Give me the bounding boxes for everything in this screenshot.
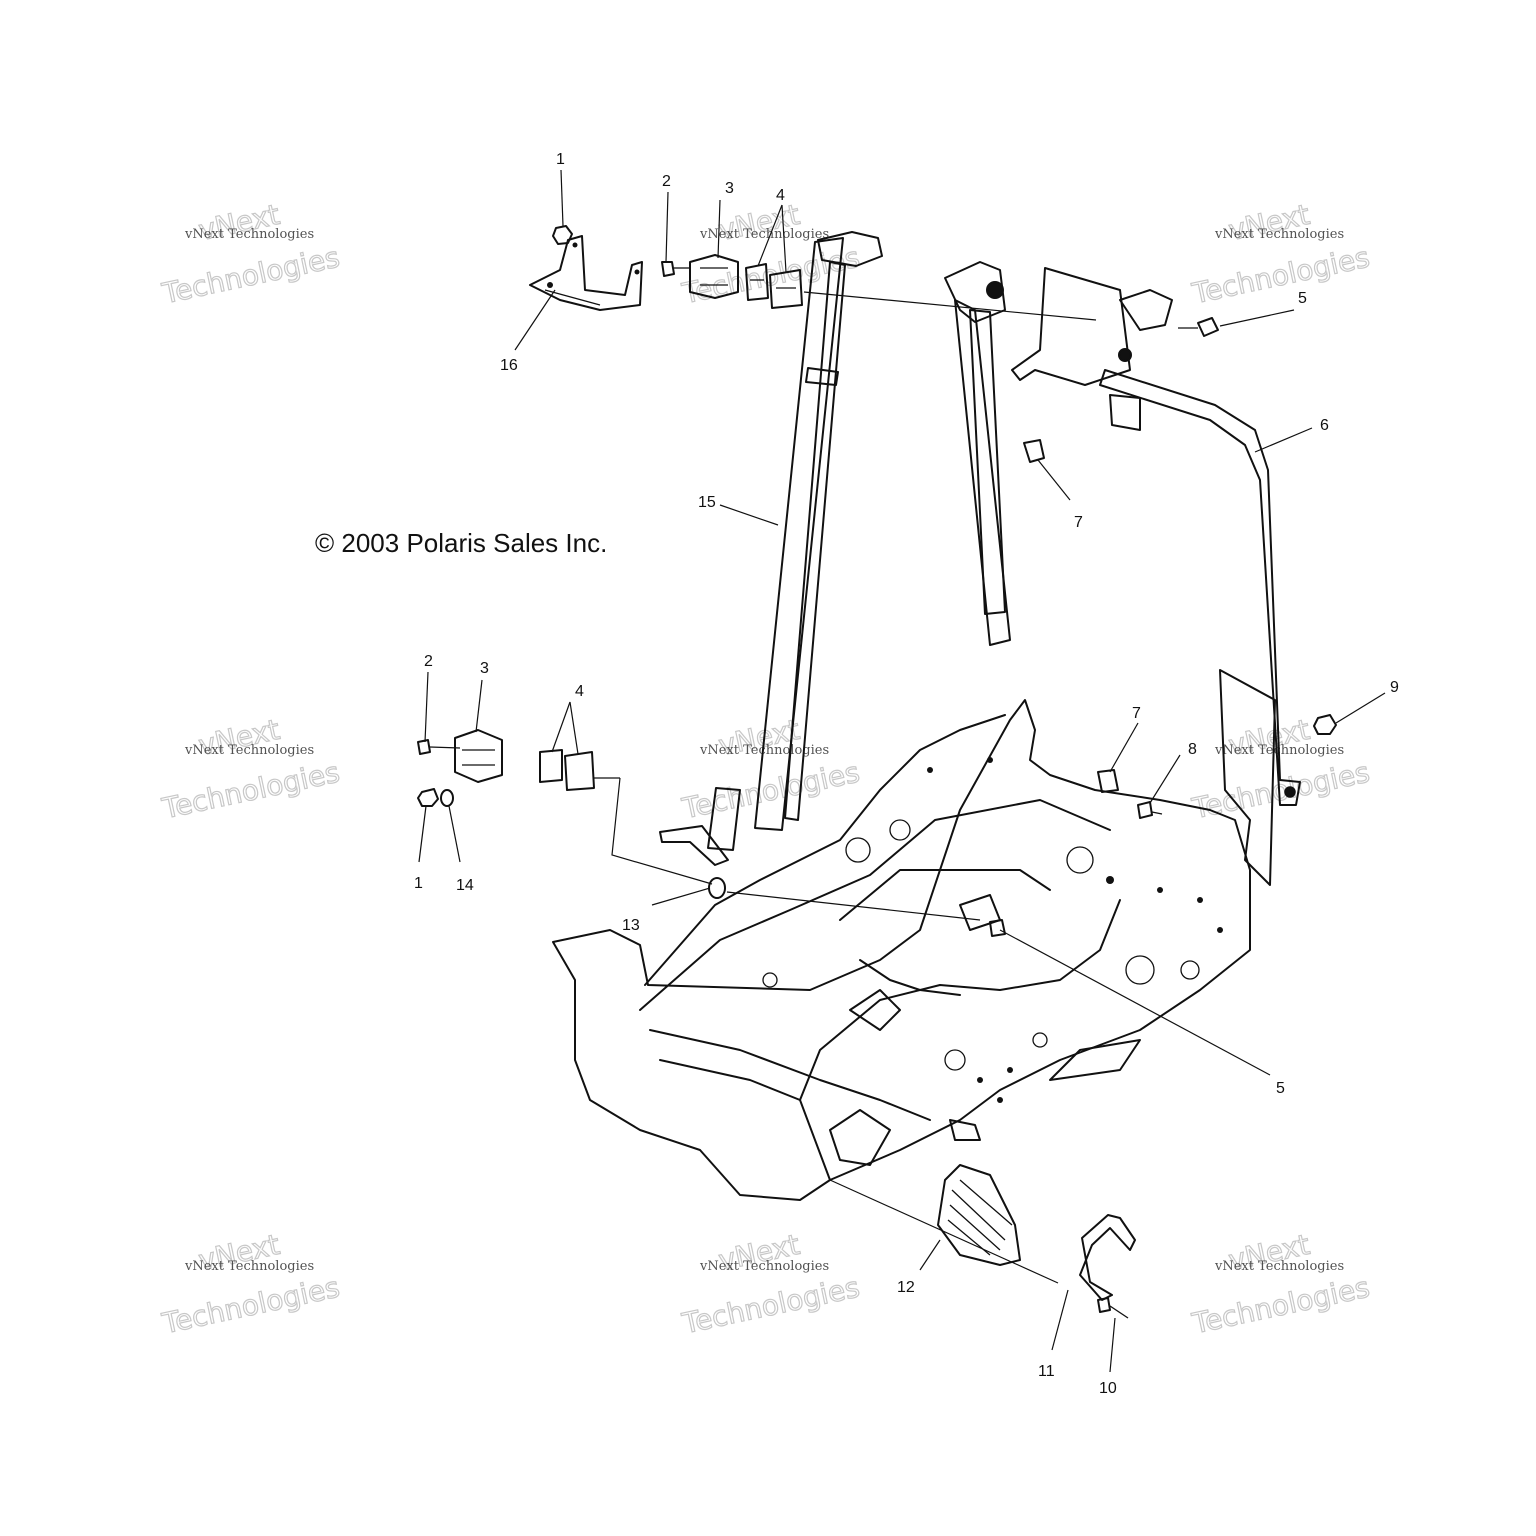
- svg-text:vNext Technologies: vNext Technologies: [699, 743, 829, 758]
- part-3-clamp-top: [689, 254, 739, 299]
- callout-8: 8: [1188, 741, 1197, 758]
- callout-4-top: 4: [776, 187, 785, 204]
- part-2-bolt-top: [661, 261, 690, 277]
- part-4-bushing-left-a: [539, 749, 563, 783]
- callout-13: 13: [622, 917, 640, 934]
- svg-text:vNext Technologies: vNext Technologies: [184, 1259, 314, 1274]
- svg-text:Technologies: Technologies: [679, 756, 863, 826]
- callout-16: 16: [500, 357, 518, 374]
- callout-labels: 1 2 3 4 16 5 6 7 15 2 3 4 1 14 7 8 9 13 …: [414, 151, 1399, 1397]
- copyright-text: © 2003 Polaris Sales Inc.: [315, 528, 607, 558]
- watermark-mid-center: Technologies vNext vNext Technologies: [678, 712, 863, 826]
- watermark-mid-right: Technologies vNext vNext Technologies: [1188, 712, 1373, 826]
- part-4-bushing-top-b: [769, 269, 803, 309]
- callout-12: 12: [897, 1279, 915, 1296]
- watermark-bottom-left: Technologies vNext vNext Technologies: [158, 1227, 343, 1341]
- part-7-clip-lower: [1097, 769, 1119, 793]
- callout-10: 10: [1099, 1380, 1117, 1397]
- part-6-frame-hoop: [944, 261, 1301, 806]
- svg-text:vNext Technologies: vNext Technologies: [699, 1259, 829, 1274]
- watermark-bottom-right: Technologies vNext vNext Technologies: [1188, 1227, 1373, 1341]
- leader-lines: [418, 169, 1386, 1373]
- part-7-clip-upper: [1023, 439, 1045, 463]
- callout-5-upper: 5: [1298, 290, 1307, 307]
- svg-text:Technologies: Technologies: [159, 241, 343, 311]
- chassis-frame: [552, 669, 1276, 1201]
- callout-7-lower: 7: [1132, 705, 1141, 722]
- watermark-top-left: Technologies vNext vNext Technologies: [158, 197, 343, 311]
- part-1-nut-top: [552, 225, 573, 245]
- svg-text:Technologies: Technologies: [679, 1271, 863, 1341]
- svg-text:Technologies: Technologies: [1189, 1271, 1373, 1341]
- svg-text:vNext Technologies: vNext Technologies: [184, 227, 314, 242]
- part-16-steering-bracket: [529, 235, 643, 311]
- callout-3-left: 3: [480, 660, 489, 677]
- part-13-washer: [708, 877, 726, 899]
- part-5-bolt-lower: [959, 894, 1006, 937]
- part-8-bolt: [1137, 801, 1163, 819]
- callout-1-left: 1: [414, 875, 423, 892]
- svg-text:vNext Technologies: vNext Technologies: [699, 227, 829, 242]
- watermark-bottom-center: Technologies vNext vNext Technologies: [678, 1227, 863, 1341]
- part-1-nut-left: [417, 788, 439, 807]
- part-15-steering-post: [659, 231, 883, 866]
- callout-5-lower: 5: [1276, 1080, 1285, 1097]
- callout-3-top: 3: [725, 180, 734, 197]
- svg-text:Technologies: Technologies: [159, 1271, 343, 1341]
- svg-text:vNext Technologies: vNext Technologies: [1214, 227, 1344, 242]
- callout-6: 6: [1320, 417, 1329, 434]
- part-4-bushing-top-a: [745, 263, 769, 301]
- part-12-boot: [937, 1164, 1021, 1266]
- callout-2-left: 2: [424, 653, 433, 670]
- svg-text:vNext Technologies: vNext Technologies: [1214, 1259, 1344, 1274]
- part-3-clamp-left: [454, 729, 503, 783]
- part-4-bushing-left-b: [564, 751, 595, 791]
- svg-text:Technologies: Technologies: [1189, 241, 1373, 311]
- svg-text:vNext Technologies: vNext Technologies: [184, 743, 314, 758]
- callout-15: 15: [698, 494, 716, 511]
- callout-1-top: 1: [556, 151, 565, 168]
- svg-text:Technologies: Technologies: [159, 756, 343, 826]
- part-10-screw: [1097, 1297, 1129, 1319]
- watermark-top-right: Technologies vNext vNext Technologies: [1188, 197, 1373, 311]
- part-9-nut: [1313, 714, 1337, 735]
- callout-2-top: 2: [662, 173, 671, 190]
- watermark-mid-left: Technologies vNext vNext Technologies: [158, 712, 343, 826]
- callout-14: 14: [456, 877, 474, 894]
- callout-9: 9: [1390, 679, 1399, 696]
- svg-text:Technologies: Technologies: [1189, 756, 1373, 826]
- part-5-bolt-upper: [1178, 317, 1219, 337]
- part-14-washer: [440, 789, 454, 807]
- part-2-bolt-left: [417, 739, 461, 755]
- callout-7-upper: 7: [1074, 514, 1083, 531]
- part-11-retainer-ring: [1079, 1214, 1136, 1301]
- callout-4-left: 4: [575, 683, 584, 700]
- callout-11: 11: [1038, 1363, 1055, 1380]
